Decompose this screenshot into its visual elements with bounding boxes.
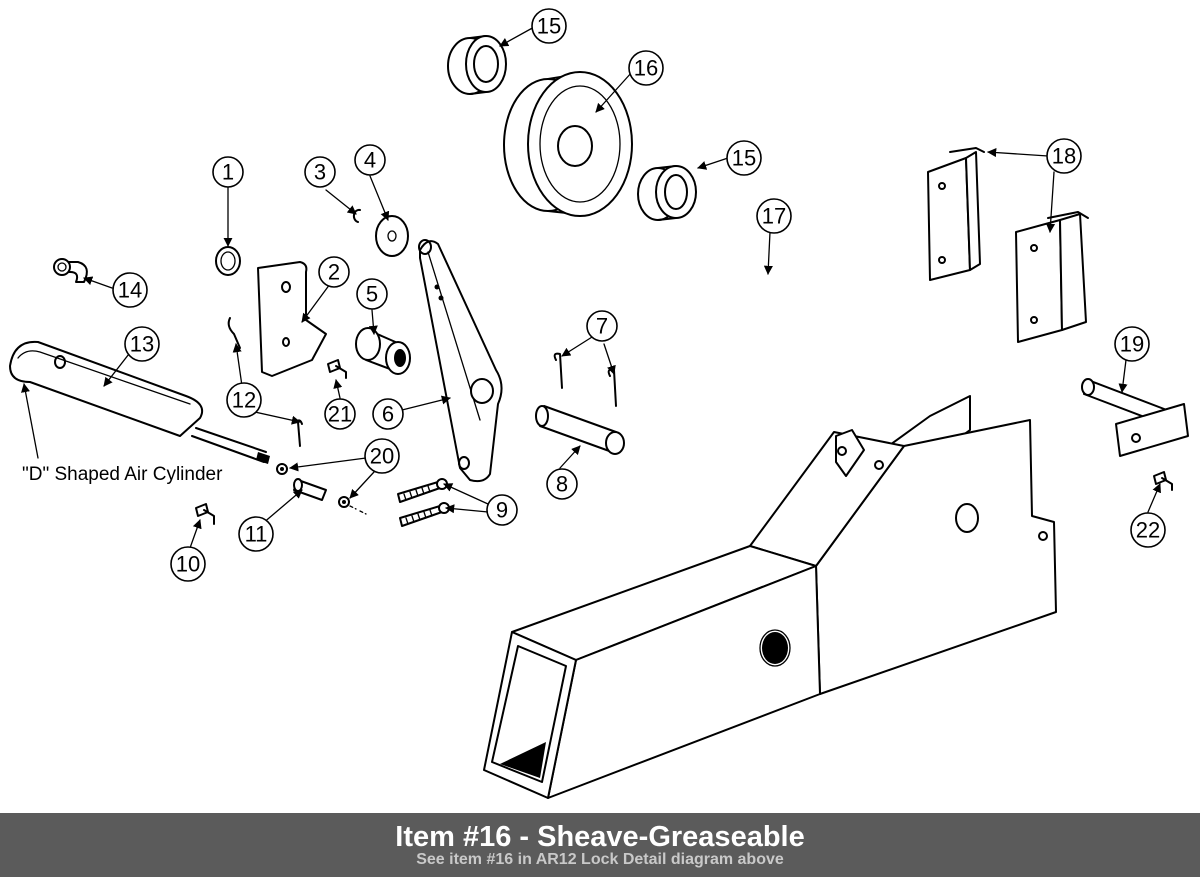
part-3-clip: [352, 208, 361, 223]
part-2-bracket: [257, 261, 327, 377]
callout-8: 8: [546, 468, 578, 500]
callout-11: 11: [238, 516, 274, 552]
svg-text:6: 6: [382, 402, 394, 427]
callout-5: 5: [356, 278, 388, 310]
part-16-sheave: [503, 71, 633, 217]
callout-20: 20: [364, 438, 400, 474]
svg-text:12: 12: [232, 388, 256, 413]
callout-7: 7: [586, 310, 618, 342]
callout-15b: 15: [726, 140, 762, 176]
part-11-pin: [293, 478, 327, 501]
svg-text:17: 17: [762, 204, 786, 229]
svg-text:11: 11: [245, 522, 268, 547]
callout-14: 14: [112, 272, 148, 308]
svg-text:15: 15: [537, 14, 561, 39]
callout-21: 21: [324, 398, 356, 430]
callout-6: 6: [372, 398, 404, 430]
svg-text:21: 21: [328, 402, 352, 427]
callout-22: 22: [1130, 512, 1166, 548]
callout-17: 17: [756, 198, 792, 234]
svg-text:4: 4: [364, 148, 376, 173]
main-housing-tube: [483, 395, 1057, 799]
part-6-link-arm: [418, 239, 503, 483]
part-7-pins: [553, 352, 617, 407]
part-4-roller: [375, 215, 409, 257]
svg-text:2: 2: [328, 260, 340, 285]
part-20-nuts: [276, 463, 367, 515]
svg-text:8: 8: [556, 472, 568, 497]
svg-text:10: 10: [176, 552, 200, 577]
callout-16: 16: [628, 50, 664, 86]
callout-4: 4: [354, 144, 386, 176]
part-5-sleeve: [355, 327, 411, 375]
callout-15a: 15: [531, 8, 567, 44]
svg-text:9: 9: [496, 498, 508, 523]
exploded-parts-diagram: 1 2 3 4 5 6 7 8 9 10 11 12 13 14 15 15 1…: [9, 8, 1189, 799]
part-18-hinge-brackets: [927, 147, 1089, 343]
callout-18: 18: [1046, 138, 1082, 174]
callout-1: 1: [212, 156, 244, 188]
part-13-air-cylinder: [9, 340, 270, 464]
caption-title: Item #16 - Sheave-Greaseable: [395, 821, 805, 853]
svg-text:15: 15: [732, 146, 756, 171]
svg-text:5: 5: [366, 282, 378, 307]
caption-subtitle: See item #16 in AR12 Lock Detail diagram…: [416, 851, 784, 868]
part-10-bolt: [195, 503, 215, 525]
svg-text:13: 13: [130, 332, 154, 357]
part-22-bolt: [1153, 471, 1173, 491]
part-9-springs: [397, 478, 450, 527]
part-14-elbow-fitting: [53, 258, 88, 283]
callout-19: 19: [1114, 326, 1150, 362]
air-cylinder-label: "D" Shaped Air Cylinder: [22, 464, 223, 485]
svg-text:22: 22: [1136, 518, 1160, 543]
caption-bar: Item #16 - Sheave-Greaseable See item #1…: [0, 813, 1200, 877]
part-8-shaft: [535, 405, 625, 455]
part-19-handle: [1081, 378, 1189, 457]
part-15-bushing-right: [637, 165, 697, 221]
svg-text:3: 3: [314, 160, 326, 185]
part-21-bolt: [327, 359, 347, 379]
callout-2: 2: [318, 256, 350, 288]
callout-13: 13: [124, 326, 160, 362]
svg-text:7: 7: [596, 314, 608, 339]
svg-text:1: 1: [222, 160, 234, 185]
callout-3: 3: [304, 156, 336, 188]
svg-text:14: 14: [118, 278, 142, 303]
part-1-washer: [215, 246, 241, 276]
callout-12: 12: [226, 382, 262, 418]
svg-text:20: 20: [370, 444, 394, 469]
svg-text:18: 18: [1052, 144, 1076, 169]
part-15-bushing-top: [447, 35, 507, 95]
svg-text:16: 16: [634, 56, 658, 81]
svg-text:19: 19: [1120, 332, 1144, 357]
callout-9: 9: [486, 494, 518, 526]
callout-10: 10: [170, 546, 206, 582]
